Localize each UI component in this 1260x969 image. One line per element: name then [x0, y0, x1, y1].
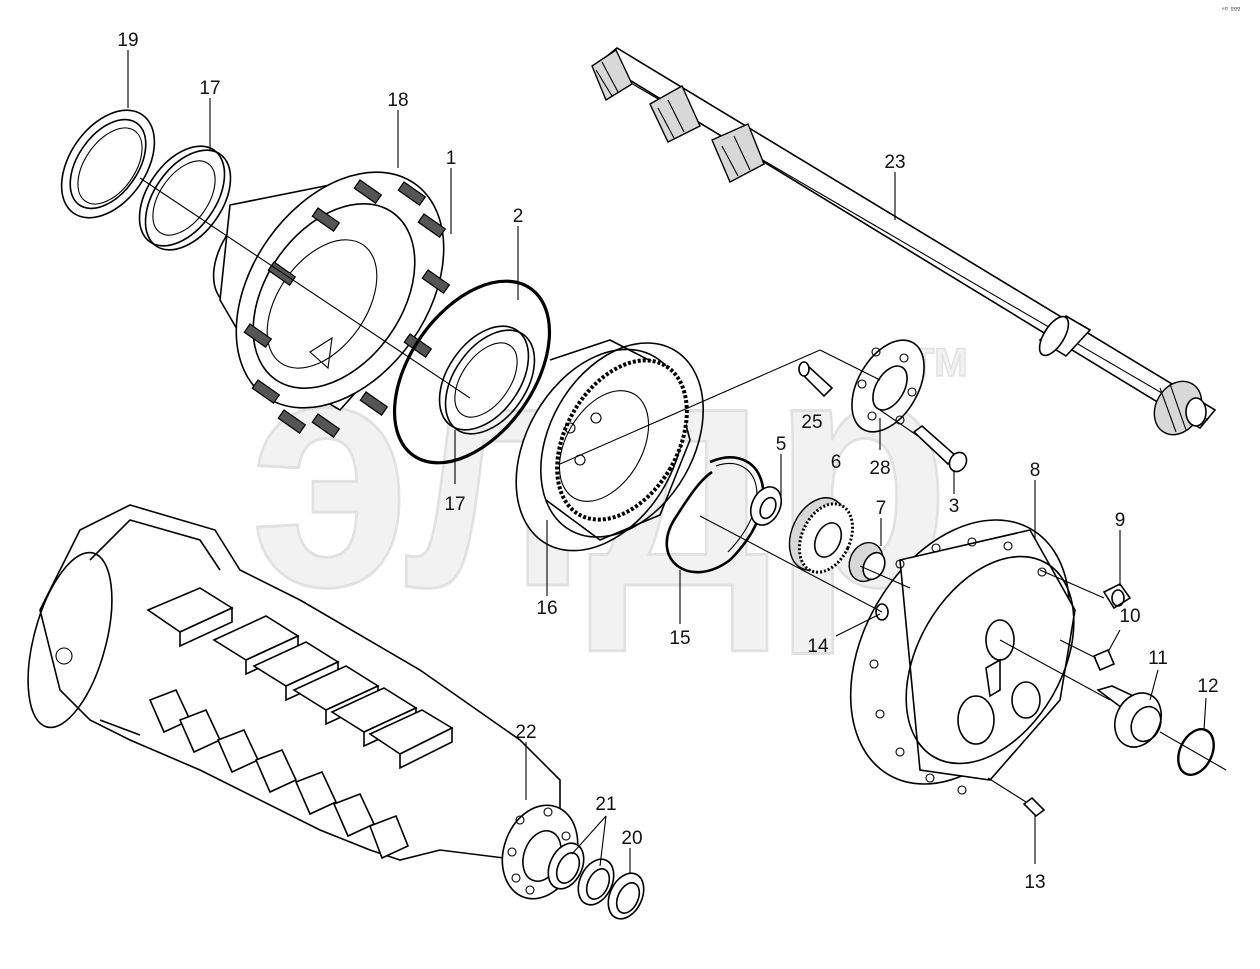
- callout-22: 22: [515, 722, 536, 743]
- callout-25: 25: [801, 412, 822, 433]
- callout-17-upper: 17: [199, 78, 220, 99]
- part-20-ring[interactable]: [601, 867, 650, 924]
- callout-20: 20: [621, 828, 642, 849]
- part-7-roller-bearing[interactable]: [843, 537, 889, 587]
- callout-1: 1: [446, 148, 457, 169]
- callout-21: 21: [595, 794, 616, 815]
- callout-16: 16: [536, 598, 557, 619]
- callout-8: 8: [1030, 460, 1041, 481]
- part-21-ring-b[interactable]: [571, 853, 620, 910]
- callout-2: 2: [513, 206, 524, 227]
- callout-23: 23: [884, 152, 905, 173]
- part-3-bolt[interactable]: [912, 424, 970, 475]
- part-13-screw[interactable]: [1022, 796, 1046, 818]
- callout-14: 14: [807, 636, 829, 657]
- part-17-bearing-lower[interactable]: [421, 310, 553, 450]
- callout-28: 28: [869, 458, 890, 479]
- callout-15: 15: [669, 628, 690, 649]
- callout-5: 5: [776, 434, 787, 455]
- callout-6: 6: [831, 452, 842, 473]
- callout-10: 10: [1119, 606, 1140, 627]
- corner-mark: ᵉᴰ ººº: [1222, 6, 1240, 14]
- part-11-breather[interactable]: [1096, 685, 1170, 754]
- part-19-seal[interactable]: [42, 93, 173, 235]
- part-21-ring-a[interactable]: [541, 837, 590, 894]
- callout-3: 3: [949, 496, 960, 517]
- leader-lines: [127, 50, 1227, 874]
- callout-11: 11: [1148, 648, 1168, 669]
- callouts: 19 17 18 1 2 23 25 28 3 5 6 7 17 16 15 8…: [117, 30, 1218, 893]
- part-23-axle-shaft[interactable]: [591, 47, 1217, 443]
- part-25-pin[interactable]: [798, 361, 834, 398]
- part-9-plug[interactable]: [1102, 582, 1132, 610]
- callout-17-lower: 17: [444, 494, 465, 515]
- callout-13: 13: [1024, 872, 1045, 893]
- part-5-thrust-washer[interactable]: [745, 482, 787, 530]
- part-16-ring-gear[interactable]: [482, 314, 736, 581]
- part-22-axle-housing[interactable]: [12, 504, 590, 909]
- part-10-plug[interactable]: [1092, 648, 1116, 672]
- callout-9: 9: [1115, 510, 1126, 531]
- part-17-bearing-upper[interactable]: [122, 131, 248, 266]
- part-2-o-ring[interactable]: [363, 253, 582, 491]
- callout-19: 19: [117, 30, 138, 51]
- part-12-o-ring[interactable]: [1171, 723, 1220, 780]
- callout-18: 18: [387, 90, 408, 111]
- callout-12: 12: [1197, 676, 1218, 697]
- callout-7: 7: [876, 498, 887, 519]
- part-15-snap-ring[interactable]: [665, 456, 765, 574]
- part-6-planet-gear[interactable]: [778, 489, 863, 581]
